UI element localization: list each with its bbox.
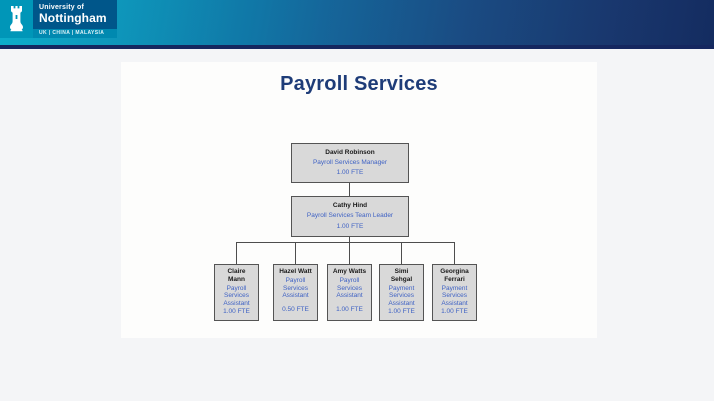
connector-drop <box>295 242 296 264</box>
person-name: Cathy Hind <box>332 202 368 209</box>
logo-campuses: UK | CHINA | MALAYSIA <box>33 29 117 38</box>
connector-drop <box>401 242 402 264</box>
logo-text: University of Nottingham UK | CHINA | MA… <box>33 0 117 38</box>
org-chart-page: Payroll Services David Robinson Payroll … <box>121 62 597 338</box>
connector-drop <box>349 242 350 264</box>
person-fte: 1.00 FTE <box>388 307 415 315</box>
university-logo: University of Nottingham UK | CHINA | MA… <box>0 0 117 38</box>
connector-leader-stub <box>349 237 350 242</box>
person-role: Payroll Services Manager <box>312 158 388 166</box>
org-box-staff: Claire Mann Payroll Services Assistant 1… <box>214 264 259 321</box>
person-name: Claire Mann <box>227 268 246 283</box>
top-banner: University of Nottingham UK | CHINA | MA… <box>0 0 714 49</box>
org-box-staff: Amy Watts Payroll Services Assistant 1.0… <box>327 264 372 321</box>
org-box-team-leader: Cathy Hind Payroll Services Team Leader … <box>291 196 409 237</box>
org-box-manager: David Robinson Payroll Services Manager … <box>291 143 409 183</box>
logo-university-of: University of <box>39 4 84 11</box>
page-title: Payroll Services <box>280 73 438 95</box>
connector-drop <box>454 242 455 264</box>
connector-drop <box>236 242 237 264</box>
person-fte: 1.00 FTE <box>336 222 364 230</box>
org-box-staff: Simi Sehgal Payment Services Assistant 1… <box>379 264 424 321</box>
person-name: David Robinson <box>325 149 375 156</box>
logo-upper: University of Nottingham <box>33 0 117 29</box>
person-role: Payroll Services Team Leader <box>306 212 394 220</box>
person-name: Hazel Watt <box>279 268 312 275</box>
person-role: Payment Services Assistant <box>441 284 468 308</box>
org-box-staff: Hazel Watt Payroll Services Assistant 0.… <box>273 264 318 321</box>
person-name: Georgina Ferrari <box>440 268 469 283</box>
person-name: Amy Watts <box>332 268 367 275</box>
org-box-staff: Georgina Ferrari Payment Services Assist… <box>432 264 477 321</box>
person-name: Simi Sehgal <box>390 268 413 283</box>
person-role: Payroll Services Assistant <box>223 284 250 308</box>
connector-bus <box>236 242 455 243</box>
person-role: Payment Services Assistant <box>388 284 415 308</box>
person-fte: 0.50 FTE <box>282 306 309 314</box>
person-fte: 1.00 FTE <box>336 306 363 314</box>
person-role: Payroll Services Assistant <box>336 276 363 300</box>
person-role: Payroll Services Assistant <box>282 276 309 300</box>
person-fte: 1.00 FTE <box>441 307 468 315</box>
logo-nottingham: Nottingham <box>39 11 107 25</box>
castle-icon-tile <box>0 0 33 38</box>
person-fte: 1.00 FTE <box>223 307 250 315</box>
connector-manager-leader <box>349 183 350 196</box>
castle-icon <box>10 6 23 32</box>
person-fte: 1.00 FTE <box>336 168 364 176</box>
